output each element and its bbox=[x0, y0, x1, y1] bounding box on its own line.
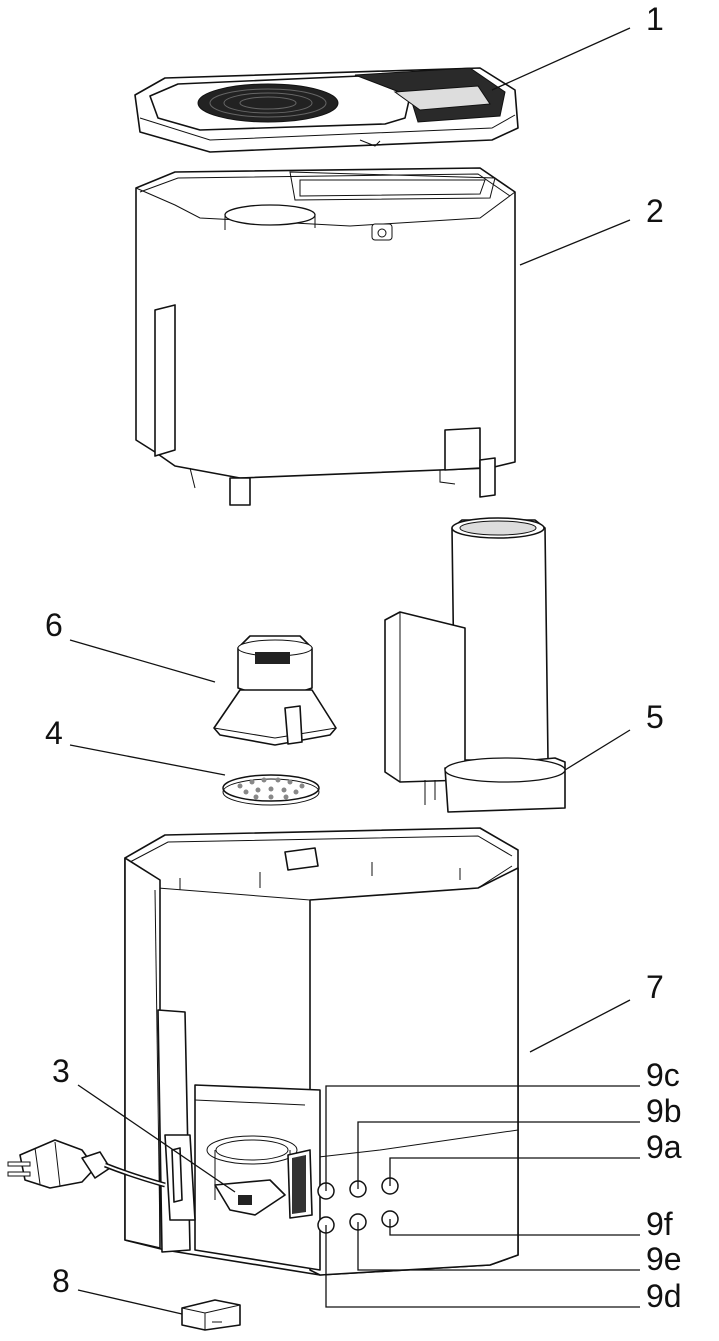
part-2-water-tank bbox=[135, 167, 516, 506]
part-4-filter-disc bbox=[222, 774, 320, 806]
callout-6: 6 bbox=[45, 607, 63, 643]
part-1-top-lid bbox=[134, 67, 519, 153]
power-plug bbox=[7, 1139, 166, 1189]
callout-9a: 9a bbox=[646, 1129, 682, 1165]
callout-2: 2 bbox=[646, 193, 664, 229]
callout-7: 7 bbox=[646, 969, 664, 1005]
callout-9e: 9e bbox=[646, 1241, 682, 1277]
callout-9f: 9f bbox=[646, 1206, 673, 1242]
callout-1: 1 bbox=[646, 1, 664, 37]
callout-5: 5 bbox=[646, 699, 664, 735]
part-7-base-housing bbox=[124, 827, 519, 1276]
callout-8: 8 bbox=[52, 1263, 70, 1299]
callout-9b: 9b bbox=[646, 1093, 682, 1129]
leader-lines bbox=[69, 27, 640, 1315]
callout-4: 4 bbox=[45, 715, 63, 751]
callout-9c: 9c bbox=[646, 1057, 680, 1093]
callout-3: 3 bbox=[52, 1053, 70, 1089]
part-8-small-block bbox=[181, 1299, 241, 1331]
part-5-mist-tower bbox=[384, 517, 566, 813]
part-6-float-cone bbox=[213, 635, 337, 746]
callout-9d: 9d bbox=[646, 1278, 682, 1314]
